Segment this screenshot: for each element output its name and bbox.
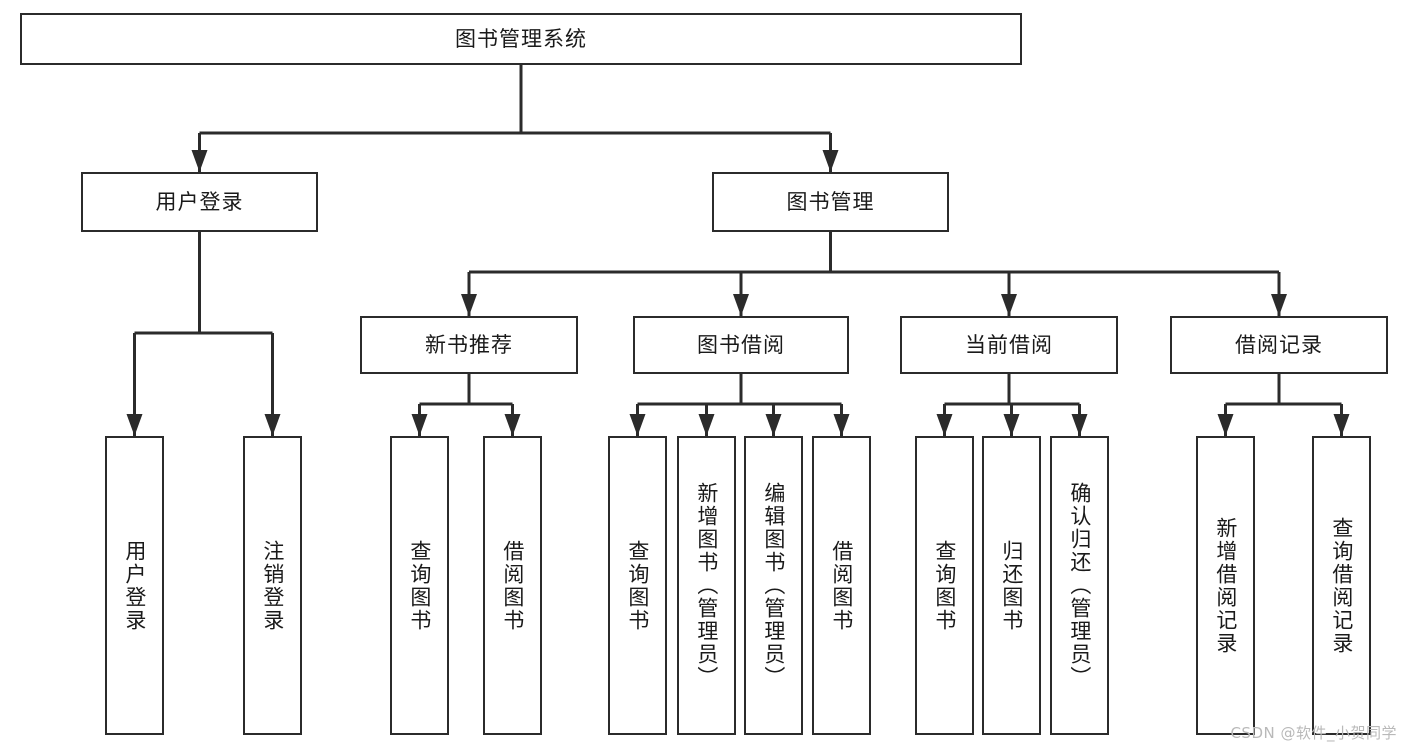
arrowhead-leaf-query-book-3 — [936, 414, 953, 436]
node-label: 查询借阅记录 — [1329, 516, 1354, 655]
node-leaf-query-book-1[interactable]: 查询图书 — [390, 436, 449, 735]
node-new-book-recommend[interactable]: 新书推荐 — [360, 316, 578, 374]
arrowhead-book-borrow — [733, 294, 749, 316]
node-label: 查询图书 — [625, 539, 650, 632]
arrowhead-user-login — [191, 150, 208, 172]
node-label: 借阅图书 — [500, 539, 525, 632]
arrowhead-leaf-return-book — [1003, 414, 1020, 436]
node-borrow-record[interactable]: 借阅记录 — [1170, 316, 1388, 374]
arrowhead-leaf-user-login — [126, 414, 143, 436]
arrowhead-current-borrow — [1001, 294, 1017, 316]
node-leaf-query-book-2[interactable]: 查询图书 — [608, 436, 667, 735]
arrowhead-new-book-recommend — [461, 294, 477, 316]
node-leaf-query-record[interactable]: 查询借阅记录 — [1312, 436, 1371, 735]
node-label: 确认归还（管理员） — [1067, 482, 1092, 689]
arrowhead-leaf-borrow-book-1 — [504, 414, 521, 436]
node-leaf-edit-book[interactable]: 编辑图书（管理员） — [744, 436, 803, 735]
arrowhead-borrow-record — [1271, 294, 1287, 316]
node-label: 新增借阅记录 — [1213, 516, 1238, 655]
node-label: 当前借阅 — [965, 332, 1053, 357]
node-leaf-add-book[interactable]: 新增图书（管理员） — [677, 436, 736, 735]
arrowhead-leaf-logout — [264, 414, 281, 436]
node-label: 新增图书（管理员） — [694, 482, 719, 689]
node-label: 用户登录 — [122, 539, 147, 632]
arrowhead-leaf-add-book — [698, 414, 715, 436]
node-leaf-user-login[interactable]: 用户登录 — [105, 436, 164, 735]
node-label: 图书借阅 — [697, 332, 785, 357]
node-label: 图书管理 — [786, 189, 875, 214]
node-leaf-query-book-3[interactable]: 查询图书 — [915, 436, 974, 735]
node-leaf-confirm-return[interactable]: 确认归还（管理员） — [1050, 436, 1109, 735]
arrowhead-leaf-query-record — [1333, 414, 1350, 436]
node-label: 用户登录 — [155, 189, 244, 214]
node-leaf-add-record[interactable]: 新增借阅记录 — [1196, 436, 1255, 735]
node-label: 借阅记录 — [1235, 332, 1323, 357]
arrowhead-leaf-add-record — [1217, 414, 1234, 436]
node-label: 图书管理系统 — [455, 26, 587, 51]
node-leaf-return-book[interactable]: 归还图书 — [982, 436, 1041, 735]
node-label: 归还图书 — [999, 539, 1024, 632]
node-label: 新书推荐 — [425, 332, 513, 357]
node-user-login[interactable]: 用户登录 — [81, 172, 318, 232]
arrowhead-leaf-query-book-2 — [629, 414, 646, 436]
arrowhead-leaf-edit-book — [765, 414, 782, 436]
arrowhead-leaf-query-book-1 — [411, 414, 428, 436]
node-leaf-borrow-book-1[interactable]: 借阅图书 — [483, 436, 542, 735]
node-leaf-logout[interactable]: 注销登录 — [243, 436, 302, 735]
node-label: 借阅图书 — [829, 539, 854, 632]
node-label: 查询图书 — [407, 539, 432, 632]
arrowhead-leaf-confirm-return — [1071, 414, 1088, 436]
node-book-borrow[interactable]: 图书借阅 — [633, 316, 849, 374]
node-book-manage[interactable]: 图书管理 — [712, 172, 949, 232]
node-root[interactable]: 图书管理系统 — [20, 13, 1022, 65]
node-current-borrow[interactable]: 当前借阅 — [900, 316, 1118, 374]
node-label: 注销登录 — [260, 539, 285, 632]
node-label: 编辑图书（管理员） — [761, 482, 786, 689]
arrowhead-book-manage — [822, 150, 839, 172]
node-label: 查询图书 — [932, 539, 957, 632]
arrowhead-leaf-borrow-book-2 — [833, 414, 850, 436]
node-leaf-borrow-book-2[interactable]: 借阅图书 — [812, 436, 871, 735]
